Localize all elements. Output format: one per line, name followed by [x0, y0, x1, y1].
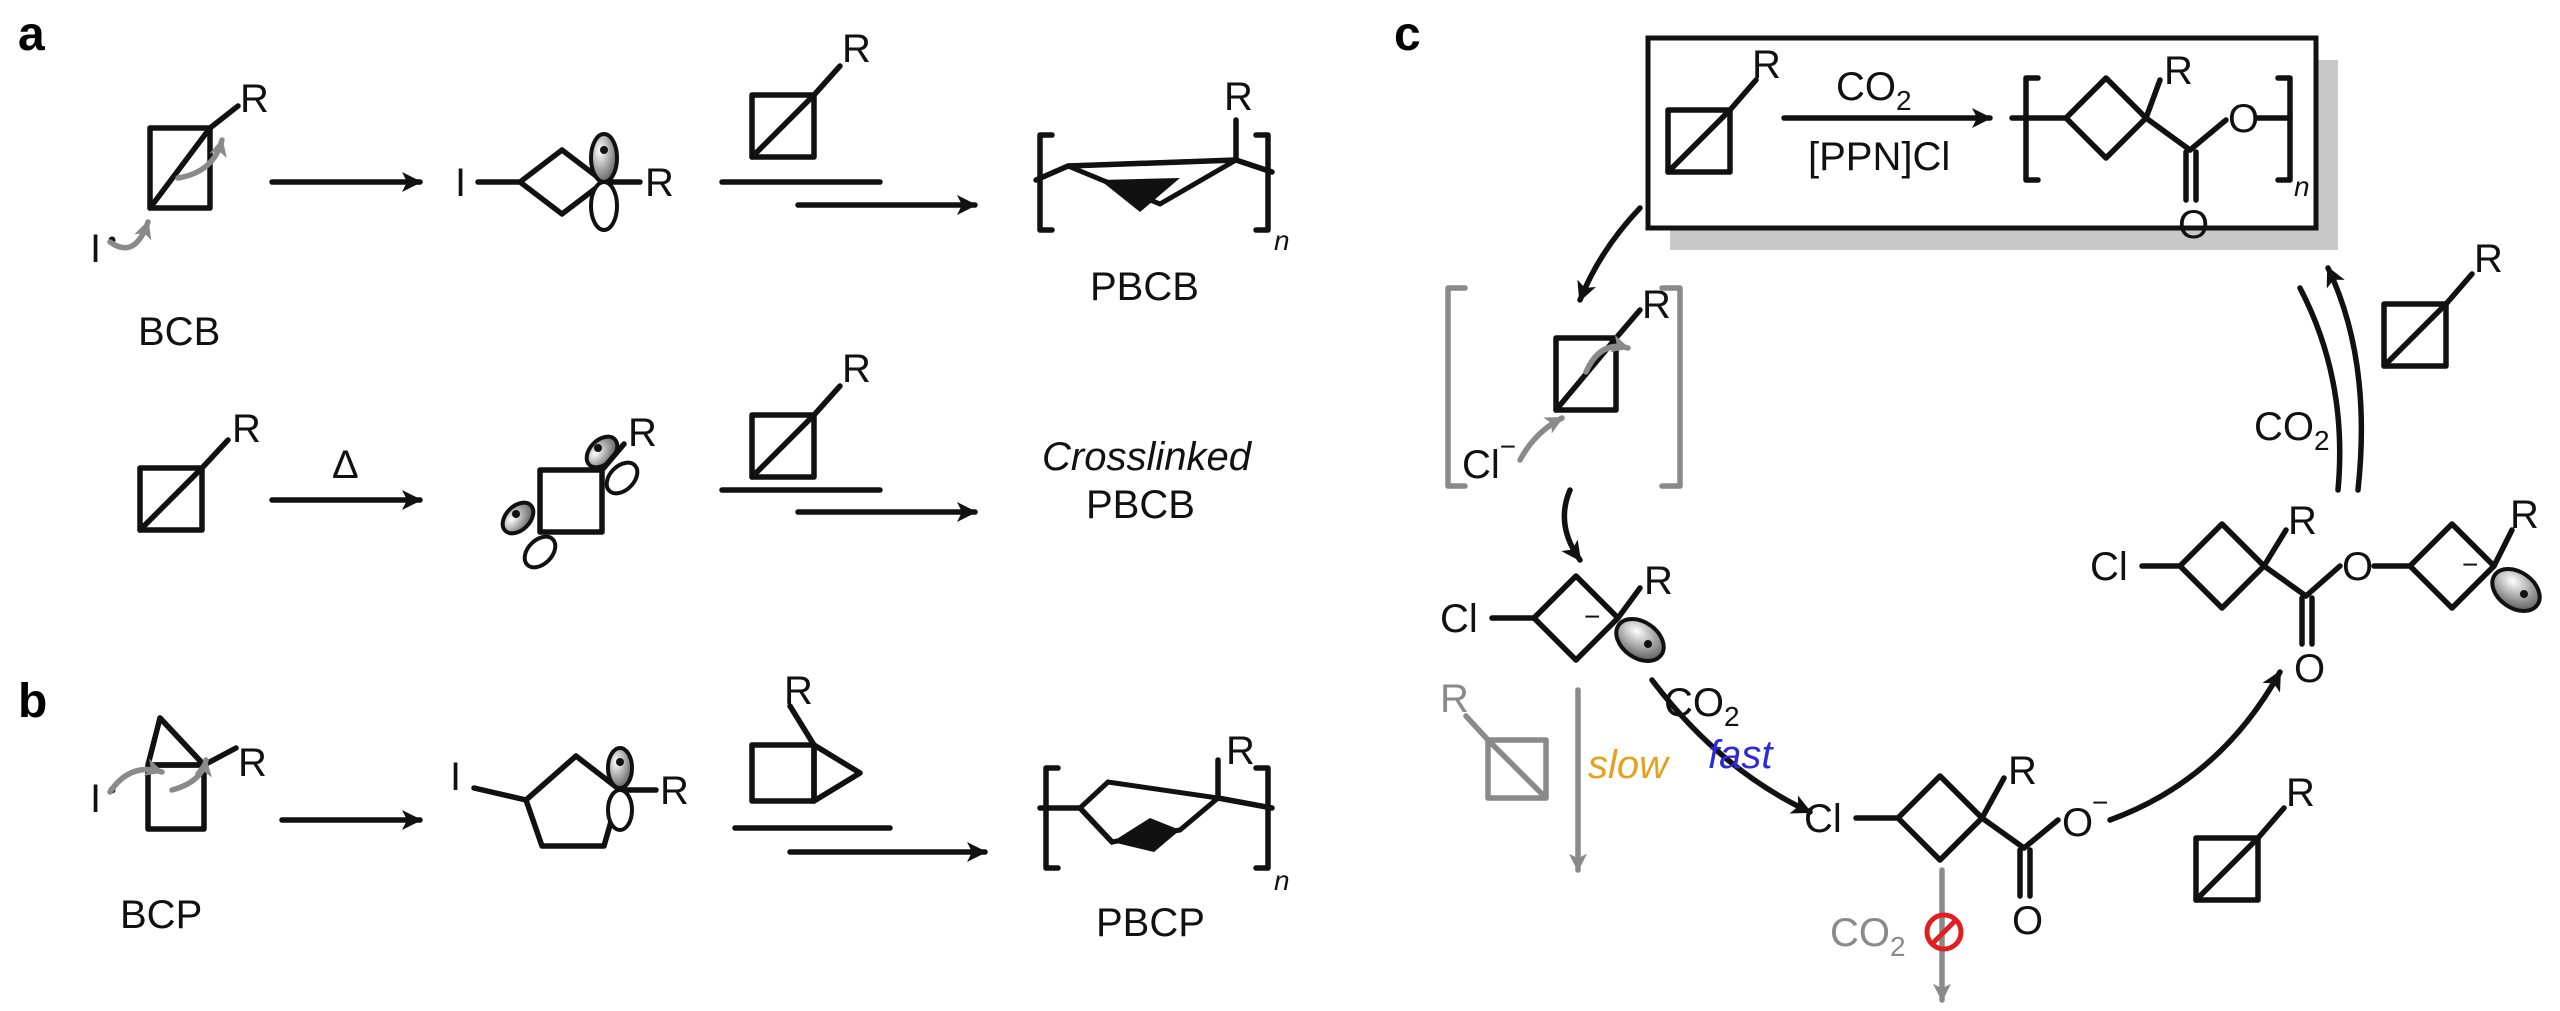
heat-symbol: Δ	[332, 443, 359, 487]
iodine-attack-arrow	[107, 219, 152, 251]
box-monomer: R	[1665, 43, 1781, 175]
carboxylate-carbonyl-o: O	[2012, 899, 2043, 943]
bcb-name: BCB	[138, 310, 220, 354]
bcb-substituent-r: R	[240, 77, 269, 121]
cycle-arrow-2	[1561, 487, 1583, 563]
bcb-reagent-1: R	[749, 27, 871, 160]
ester-o: O	[2342, 545, 2373, 589]
bottom-monomer-substituent-r: R	[2286, 771, 2315, 815]
carboxylate-cl: Cl	[1804, 797, 1842, 841]
diradical-substituent-r: R	[628, 411, 657, 455]
ester-substituent-r2: R	[2510, 493, 2539, 537]
slow-monomer-substituent-r: R	[1440, 677, 1469, 721]
right-monomer-substituent-r: R	[2474, 237, 2503, 281]
carboxylate-charge: −	[2092, 787, 2108, 818]
intermediate-substituent-r: R	[645, 161, 674, 205]
electron-push-arrow	[175, 137, 227, 181]
bcb-monomer: R	[147, 77, 269, 211]
bcp-intermediate-iodine: I	[450, 755, 461, 799]
bcb-monomer-bottom: R	[2193, 771, 2315, 903]
box-monomer-substituent-r: R	[1752, 43, 1781, 87]
chlorocyclobutyl-anion: Cl R −	[1440, 559, 1673, 663]
box-catalyst: [PPN]Cl	[1808, 135, 1950, 179]
box-subscript-n: n	[2294, 171, 2310, 202]
panel-b: R I BCP I R R	[90, 669, 1290, 945]
panel-label-b: b	[18, 675, 47, 728]
bracketed-attack: R Cl−	[1445, 283, 1683, 489]
ester-substituent-r1: R	[2288, 499, 2317, 543]
bcb2-substituent-r: R	[232, 407, 261, 451]
bcp-monomer: R	[145, 715, 267, 832]
carboxylate-substituent-r: R	[2008, 749, 2037, 793]
iodocyclopentyl-radical: I R	[450, 746, 689, 849]
cycle-arrow-4b	[2297, 285, 2343, 493]
co2-right: CO2	[2254, 405, 2330, 456]
panel-label-a: a	[18, 8, 45, 61]
bcp-reagent: R	[749, 669, 863, 804]
bcb-monomer-right: R	[2381, 237, 2503, 369]
pbcp-substituent-r: R	[1226, 729, 1255, 773]
intermediate-iodine: I	[455, 161, 466, 205]
decarboxylation-blocked: CO2	[1830, 867, 1964, 1003]
ester-cl: Cl	[2090, 545, 2128, 589]
reagent2-substituent-r: R	[842, 347, 871, 391]
iodine-radical: I	[90, 227, 101, 271]
cycle-arrow-1	[1577, 205, 1643, 303]
panel-a-row2: R Δ R R Crosslinked PBCB	[137, 347, 1253, 570]
pbcb-polymer: R n	[1033, 75, 1290, 256]
panel-c: R CO2 [PPN]Cl R O O n	[1440, 35, 2542, 1003]
pbcb-name: PBCB	[1090, 265, 1199, 309]
forbidden-icon	[1924, 912, 1964, 952]
bcb-monomer-2: R	[137, 407, 261, 533]
bcp-attack-arrow	[107, 758, 165, 795]
carboxylate-o: O	[2062, 801, 2093, 845]
slow-label: slow	[1588, 743, 1671, 787]
iodocyclobutyl-radical: I R	[455, 132, 674, 232]
co2-fast: CO2	[1664, 681, 1740, 732]
cycle-arrow-3	[2107, 669, 2283, 823]
polymer-substituent-r: R	[1224, 75, 1253, 119]
anion-charge: −	[1584, 601, 1600, 632]
bcp-name: BCP	[120, 893, 202, 937]
box-carbonyl-o: O	[2178, 203, 2209, 247]
ester-carbonyl-o: O	[2294, 647, 2325, 691]
panel-a-row1: R I BCB I R R	[90, 27, 1290, 354]
bcp-iodine-radical: I	[90, 777, 101, 821]
cycle-arrow-4a	[2325, 265, 2365, 493]
fast-pathway: CO2 fast	[1649, 677, 1813, 815]
pbcp-name: PBCP	[1096, 901, 1205, 945]
bracket-substituent-r: R	[1642, 283, 1671, 327]
pbcp-subscript-n: n	[1274, 865, 1290, 896]
crosslinked-label: Crosslinked	[1042, 435, 1253, 479]
overall-reaction-box	[1645, 35, 2319, 231]
ester-anion: Cl R O O R −	[2090, 493, 2542, 691]
box-polymer-substituent-r: R	[2164, 49, 2193, 93]
reagent-substituent-r: R	[842, 27, 871, 71]
bcp-reagent-substituent-r: R	[784, 669, 813, 713]
box-polymer: R O O n	[2009, 49, 2310, 247]
ester-charge: −	[2462, 549, 2478, 580]
bcp-substituent-r: R	[238, 741, 267, 785]
panel-label-c: c	[1394, 8, 1421, 61]
carboxylate-intermediate: Cl R O − O	[1804, 749, 2108, 943]
chloride-ion: Cl−	[1462, 431, 1516, 487]
polymer-subscript-n: n	[1274, 225, 1290, 256]
lost-co2: CO2	[1830, 911, 1906, 962]
anion-cl: Cl	[1440, 597, 1478, 641]
crosslinked-pbcb-label: PBCB	[1086, 483, 1195, 527]
box-co2: CO2	[1836, 65, 1912, 116]
fast-label: fast	[1708, 733, 1774, 777]
anion-substituent-r: R	[1644, 559, 1673, 603]
cyclobutane-diradical: R	[500, 411, 657, 570]
slow-pathway: R slow	[1440, 677, 1671, 873]
pbcp-polymer: R n	[1037, 729, 1290, 896]
bcp-intermediate-substituent-r: R	[660, 769, 689, 813]
bcb-reagent-2: R	[749, 347, 871, 480]
